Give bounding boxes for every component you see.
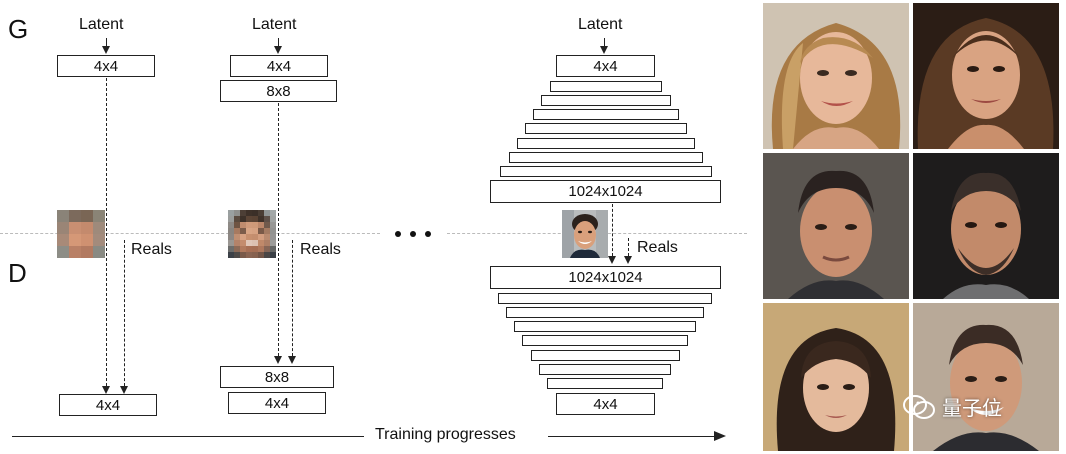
dashed-arrowhead: [608, 256, 616, 264]
real-image-1024x1024: [562, 210, 608, 258]
generated-face-image: [763, 153, 909, 299]
generated-faces-gallery: [763, 3, 1063, 451]
g-block-4x4: 4x4: [230, 55, 328, 77]
g-layer: [533, 109, 679, 120]
reals-dashed-path: [628, 238, 629, 256]
latent-arrowhead: [274, 46, 282, 54]
d-block-4x4: 4x4: [556, 393, 655, 415]
latent-label: Latent: [578, 16, 623, 33]
ellipsis-dot: [395, 231, 401, 237]
reals-label: Reals: [131, 241, 172, 258]
training-axis-arrowhead: [714, 431, 726, 441]
generated-face-image: [763, 3, 909, 149]
g-block-4x4: 4x4: [57, 55, 155, 77]
d-layer: [498, 293, 712, 304]
d-layer: [514, 321, 696, 332]
gd-separator-left: [0, 233, 380, 234]
progressive-gan-diagram: G D Latent 4x4 Reals 4x4 Latent 4x4 8x8: [0, 14, 747, 443]
generated-face-image: [913, 303, 1059, 451]
latent-label: Latent: [79, 16, 124, 33]
reals-arrowhead: [120, 386, 128, 394]
g-block-8x8: 8x8: [220, 80, 337, 102]
reals-arrowhead: [288, 356, 296, 364]
d-layer: [506, 307, 704, 318]
g-layer: [509, 152, 703, 163]
training-axis-line-right: [548, 436, 716, 437]
ellipsis-dot: [410, 231, 416, 237]
d-layer: [531, 350, 680, 361]
reals-label: Reals: [300, 241, 341, 258]
g-layer: [500, 166, 712, 177]
training-progresses-label: Training progresses: [375, 426, 516, 443]
g-to-d-dashed-path: [612, 204, 613, 256]
real-image-4x4: [57, 210, 105, 258]
d-block-8x8: 8x8: [220, 366, 334, 388]
d-block-4x4: 4x4: [228, 392, 326, 414]
ellipsis-dot: [425, 231, 431, 237]
reals-dashed-path: [292, 240, 293, 356]
g-block-4x4: 4x4: [556, 55, 655, 77]
real-image-8x8: [228, 210, 276, 258]
g-to-d-dashed-path: [106, 78, 107, 386]
reals-label: Reals: [637, 239, 678, 256]
generator-label: G: [8, 14, 29, 44]
dashed-arrowhead: [274, 356, 282, 364]
g-layer: [550, 81, 662, 92]
d-layer: [547, 378, 663, 389]
training-axis-line-left: [12, 436, 364, 437]
discriminator-label: D: [8, 258, 27, 288]
latent-label: Latent: [252, 16, 297, 33]
g-layer: [525, 123, 687, 134]
watermark-text: 量子位: [942, 398, 1002, 420]
g-layer: [541, 95, 671, 106]
dashed-arrowhead: [102, 386, 110, 394]
g-to-d-dashed-path: [278, 103, 279, 356]
latent-arrowhead: [102, 46, 110, 54]
d-block-4x4: 4x4: [59, 394, 157, 416]
latent-arrowhead: [600, 46, 608, 54]
reals-arrowhead: [624, 256, 632, 264]
generated-face-image: [913, 3, 1059, 149]
generated-face-image: [763, 303, 909, 451]
g-block-1024x1024: 1024x1024: [490, 180, 721, 203]
g-layer: [517, 138, 695, 149]
latent-arrow-shaft: [278, 38, 279, 48]
d-layer: [539, 364, 671, 375]
wechat-icon: [903, 394, 935, 419]
reals-dashed-path: [124, 240, 125, 386]
d-layer: [522, 335, 688, 346]
latent-arrow-shaft: [604, 38, 605, 48]
watermark: 量子位: [902, 392, 1002, 421]
latent-arrow-shaft: [106, 38, 107, 48]
generated-face-image: [913, 153, 1059, 299]
d-block-1024x1024: 1024x1024: [490, 266, 721, 289]
